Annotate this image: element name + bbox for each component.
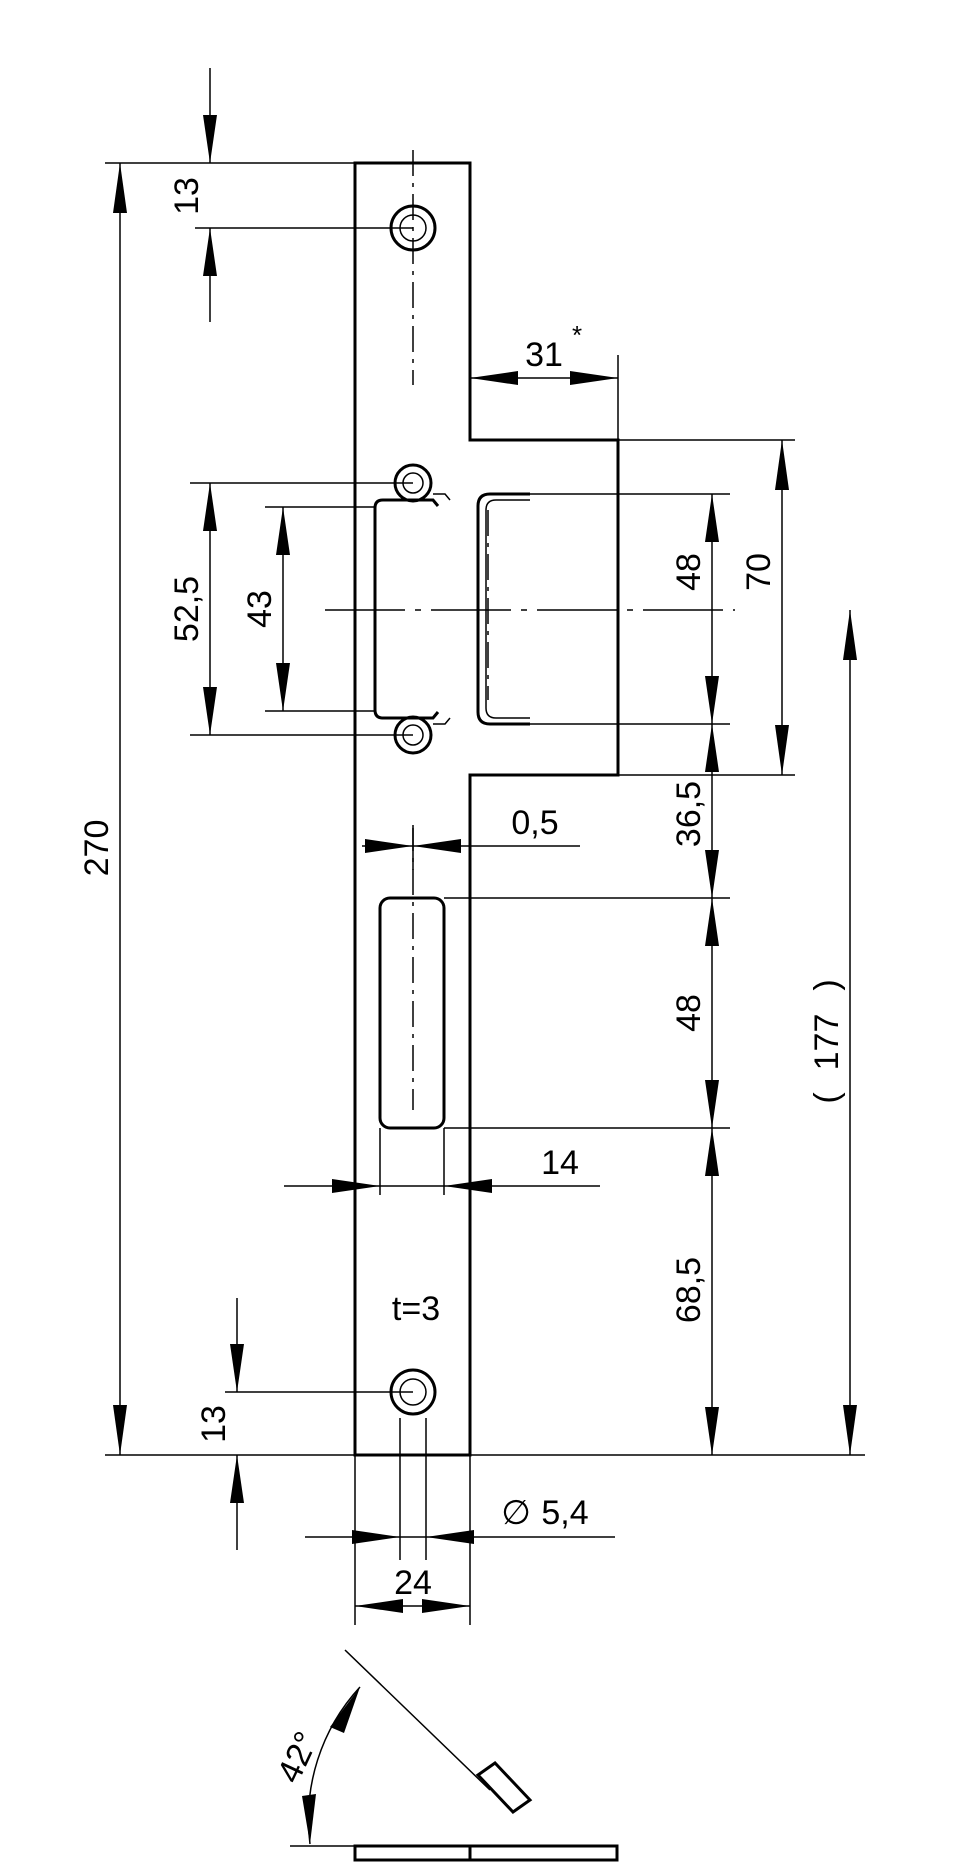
dim-top-hole-offset: 13 xyxy=(168,68,217,322)
label-slot-width: 14 xyxy=(541,1144,579,1182)
label-plate-width: 24 xyxy=(394,1564,432,1602)
angle-detail: 42° xyxy=(270,1649,619,1862)
plate-outline xyxy=(353,161,620,1457)
dim-total-length: 270 xyxy=(78,163,127,1455)
label-opening-height: 48 xyxy=(670,553,708,591)
dim-bottom-hole-offset: 13 xyxy=(195,1298,244,1550)
label-strike-width-extra-mark: * xyxy=(572,320,582,350)
lower-slot xyxy=(378,896,446,1195)
dim-inner-opening: 43 xyxy=(241,507,290,711)
dim-outer-hole-spacing: 52,5 xyxy=(168,483,217,735)
label-outer-hole-spacing: 52,5 xyxy=(168,576,206,642)
label-reference-length: 177 xyxy=(808,1014,846,1071)
label-tongue-height: 70 xyxy=(740,553,778,591)
dim-bottom-distance: 68,5 xyxy=(670,1128,719,1455)
dim-slot-height: 48 xyxy=(670,898,719,1128)
label-thickness: t=3 xyxy=(392,1290,440,1328)
label-total-length: 270 xyxy=(78,820,116,877)
dim-gap-below-tongue: 36,5 xyxy=(670,724,719,898)
label-hole-diameter: 5,4 xyxy=(541,1494,588,1532)
label-slot-height: 48 xyxy=(670,994,708,1032)
label-paren-close: ) xyxy=(808,979,846,990)
dim-slot-offset: 0,5 xyxy=(362,804,580,853)
dim-tongue-height: 70 xyxy=(740,440,789,775)
label-bottom-hole-offset: 13 xyxy=(195,1405,233,1443)
dim-slot-width: 14 xyxy=(284,1144,600,1193)
label-strike-width-extra: 31 xyxy=(525,336,563,374)
dim-opening-height: 48 xyxy=(670,494,719,724)
dim-plate-width: 24 xyxy=(355,1564,470,1613)
diameter-symbol: ∅ xyxy=(501,1494,531,1532)
dim-strike-width-extra: 31 * xyxy=(470,320,618,385)
latch-opening xyxy=(373,492,530,726)
dim-hole-diameter: ∅ 5,4 xyxy=(305,1494,615,1544)
label-bottom-distance: 68,5 xyxy=(670,1257,708,1323)
label-angle: 42° xyxy=(270,1726,326,1789)
dim-reference-length: ( 177 ) xyxy=(808,610,857,1455)
label-slot-offset: 0,5 xyxy=(511,804,558,842)
center-lines xyxy=(325,150,735,1110)
label-gap-below-tongue: 36,5 xyxy=(670,781,708,847)
label-top-hole-offset: 13 xyxy=(168,177,206,215)
label-inner-opening: 43 xyxy=(241,590,279,628)
label-paren-open: ( xyxy=(808,1092,846,1104)
